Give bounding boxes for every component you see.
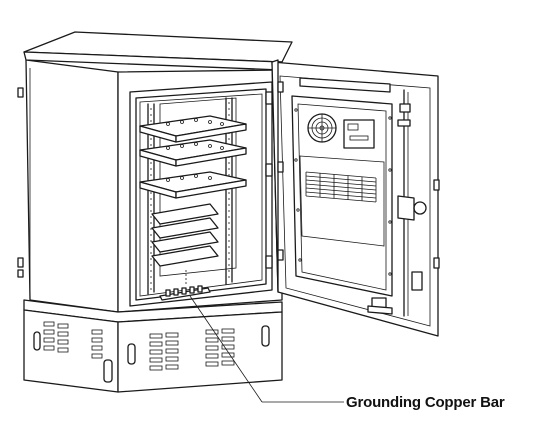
cabinet-base [23,299,283,393]
ac-grille [305,171,377,203]
callout-label: Grounding Copper Bar [346,394,505,411]
door-latch [397,89,427,317]
fan-icon [307,113,337,143]
rack-shelf-1 [139,115,247,143]
callout-leader [189,295,344,403]
cabinet-body [17,31,293,313]
grounding-copper-bar [159,270,211,301]
cabinet-interior [129,81,273,307]
open-door [271,59,440,337]
base-left-vents [33,321,113,383]
rack-shelf-3 [139,171,247,199]
air-conditioner-unit [291,95,393,297]
rack-shelf-2 [139,139,247,167]
base-front-vents [127,325,270,371]
blanking-panels [151,203,219,267]
rack-post-holes [150,102,230,290]
